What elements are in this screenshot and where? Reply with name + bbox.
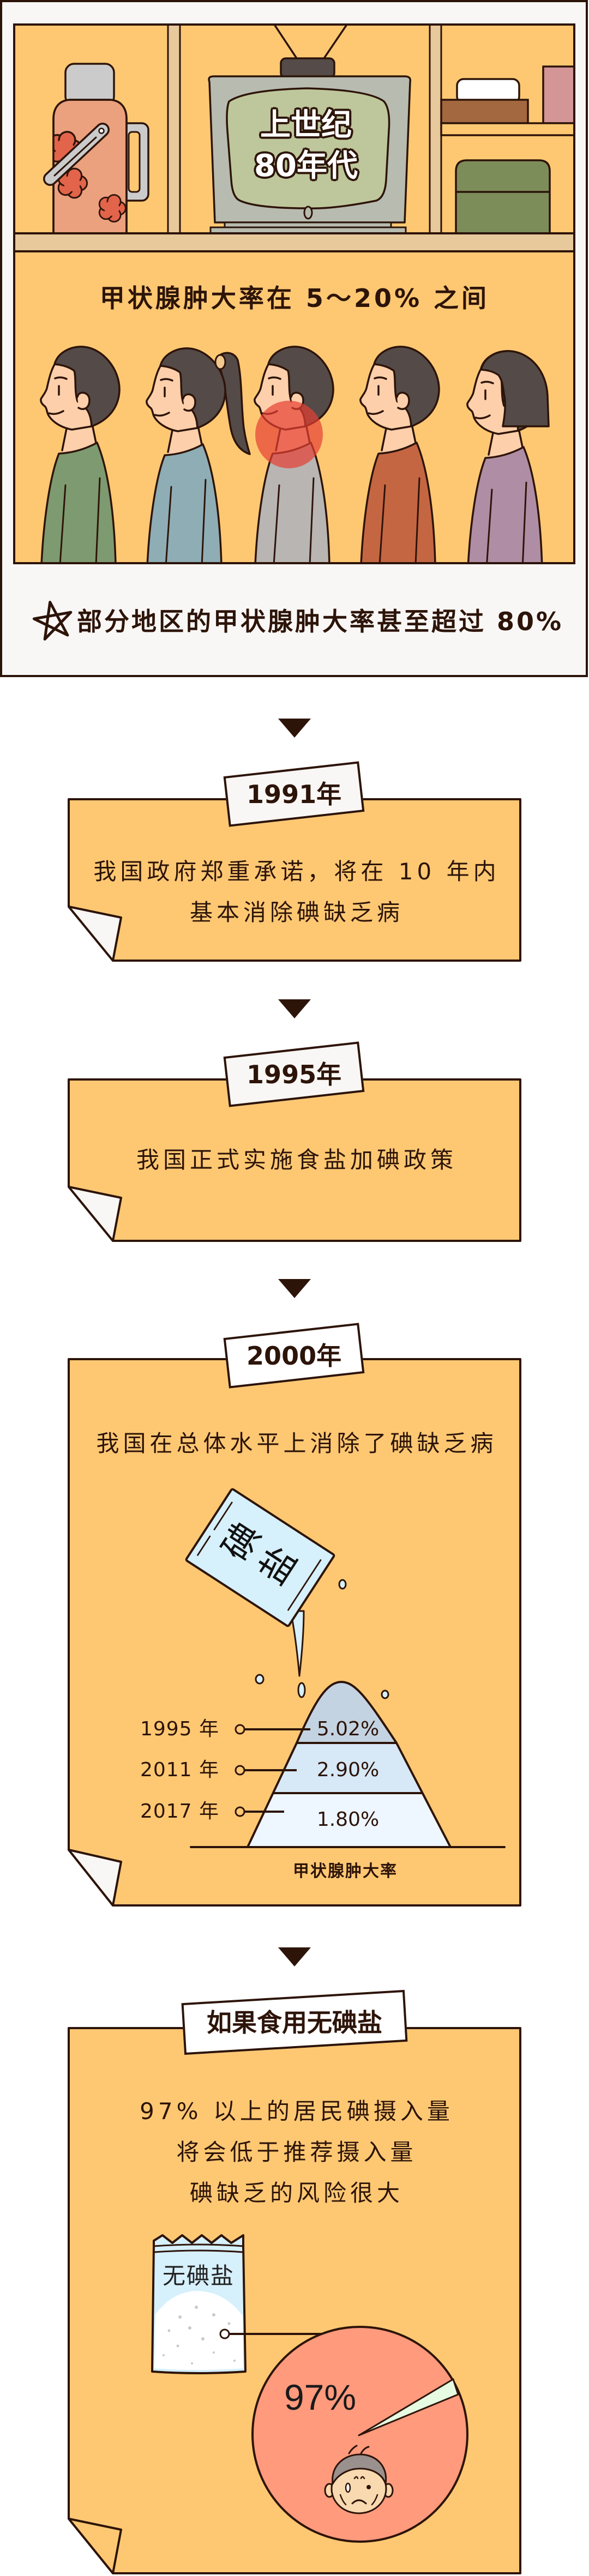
card-text-line: 我国政府郑重承诺，将在 10 年内: [93, 858, 500, 885]
timeline-card-1991: [68, 798, 521, 962]
card-text-line: 97% 以上的居民碘摄入量: [140, 2098, 454, 2125]
scene-panel-border: [13, 23, 575, 564]
chart-caption: 甲状腺肿大率: [293, 1862, 398, 1881]
tv-screen-line-2: 80年代: [254, 148, 358, 184]
salt-grain: [381, 1690, 389, 1699]
page-fold: [68, 1849, 122, 1907]
pie-percentage-label: 97%: [284, 2377, 357, 2417]
person-2: [146, 347, 251, 562]
cabinet-post-left: [167, 26, 181, 233]
non-iodized-illustration: [151, 2234, 468, 2543]
card-text-non-iodized: 97% 以上的居民碘摄入量 将会低于推荐摄入量 碘缺乏的风险很大: [68, 2091, 526, 2213]
salt-bag-icon: [151, 2234, 247, 2374]
triangle-down-icon: [278, 999, 311, 1018]
chart-year-label: 1995 年: [140, 1718, 219, 1740]
tv-screen-line-1: 上世纪: [260, 107, 352, 143]
salt-grain: [338, 1579, 347, 1590]
intro-illustration: [0, 0, 588, 677]
year-connectors: [235, 1724, 310, 1817]
star-icon: [32, 601, 73, 641]
salt-grain: [255, 1674, 265, 1685]
salt-stream: [290, 1610, 305, 1677]
tv-screen: [226, 87, 390, 209]
sad-face-icon: [324, 2445, 394, 2514]
year-label-text: 2000年: [246, 1341, 342, 1371]
card-text-1995: 我国正式实施食盐加碘政策: [68, 1139, 526, 1180]
packet-label: 碘盐: [212, 1516, 309, 1599]
hair-tie: [214, 354, 226, 370]
card-text-1991: 我国政府郑重承诺，将在 10 年内 基本消除碘缺乏病: [68, 851, 526, 933]
chart-value-label: 5.02%: [316, 1718, 380, 1740]
chart-value-label: 1.80%: [316, 1808, 380, 1831]
cabinet-scene: [43, 26, 573, 233]
bob-hair: [480, 350, 550, 427]
card-text-line: 基本消除碘缺乏病: [189, 899, 404, 926]
card-text-line: 我国在总体水平上消除了碘缺乏病: [96, 1430, 497, 1457]
page-fold: [68, 2518, 122, 2574]
pink-box: [542, 65, 573, 124]
goiter-highlight: [255, 401, 323, 468]
page-fold: [68, 906, 122, 962]
year-label-text: 1995年: [246, 1059, 342, 1089]
layer-2017: [248, 1793, 450, 1847]
brown-box: [440, 99, 529, 124]
bag-connector-dot: [219, 2328, 230, 2339]
salt-bag-label: 无碘盐: [162, 2263, 235, 2289]
ponytail: [215, 352, 251, 455]
salt-grain: [297, 1682, 306, 1698]
card-text-line: 我国正式实施食盐加碘政策: [136, 1147, 457, 1173]
mountain-outline: [247, 1681, 452, 1848]
shelf-items: [440, 65, 573, 233]
triangle-down-icon: [278, 1279, 311, 1298]
scenario-label-text: 如果食用无碘盐: [207, 2007, 382, 2037]
pie-slice-3pct: [358, 2378, 459, 2436]
person-5: [466, 350, 550, 562]
chart-value-label: 2.90%: [316, 1759, 380, 1781]
card-text-2000: 我国在总体水平上消除了碘缺乏病: [68, 1423, 526, 1464]
triangle-down-icon: [278, 719, 311, 738]
card-text-line: 碘缺乏的风险很大: [189, 2180, 404, 2206]
triangle-down-icon: [278, 1947, 311, 1966]
card-body: [68, 798, 521, 962]
tv-icon: [208, 26, 412, 233]
cabinet-post-right: [429, 26, 442, 233]
people-row: [40, 346, 550, 562]
green-box: [455, 159, 551, 233]
timeline-card-1995: [68, 1078, 521, 1242]
layer-dividers: [273, 1742, 423, 1794]
goiter-rate-headline: 甲状腺肿大率在 5～20% 之间: [99, 283, 490, 313]
regional-note: 部分地区的甲状腺肿大率甚至超过 80%: [77, 607, 564, 636]
card-text-line: 将会低于推荐摄入量: [176, 2139, 417, 2165]
chart-year-label: 2011 年: [140, 1759, 219, 1781]
shelf-band: [13, 232, 575, 252]
year-label-text: 1991年: [246, 779, 342, 809]
chart-year-label: 2017 年: [140, 1800, 219, 1823]
page-fold: [68, 1186, 122, 1242]
inner-shelf: [440, 122, 573, 136]
card-body: [68, 1078, 521, 1242]
goiter-rate-chart: [190, 1579, 506, 1848]
thermos-icon: [43, 63, 149, 233]
